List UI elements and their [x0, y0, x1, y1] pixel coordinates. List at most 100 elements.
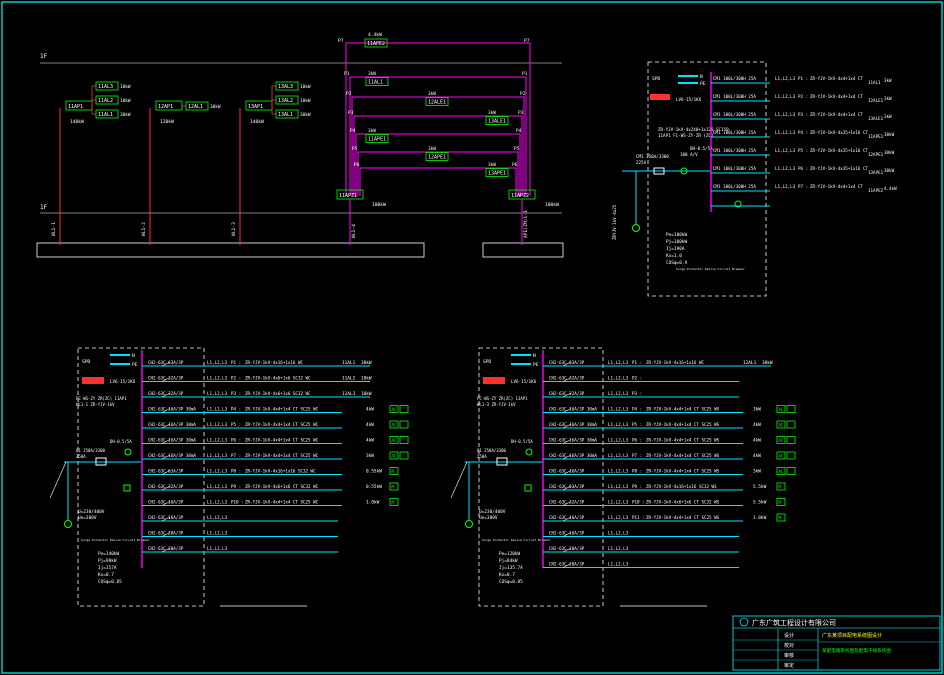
bl-row-id: P7 :	[231, 453, 241, 458]
br-row-switch	[562, 501, 572, 506]
bl-row-cable: ZR-YJV-1kV-4x4+1x4 CT SC25 WC	[245, 407, 319, 412]
br-spd: SPD	[483, 359, 492, 365]
bl-feed2: WL1-1 ZR-YJV-1kV	[76, 402, 115, 407]
tr-meter-icon	[650, 94, 670, 100]
fire-loop-box-frame	[425, 97, 449, 106]
fire-loop-box: 11APE1	[368, 137, 386, 143]
bl-row-phase: L1,L2,L3	[207, 391, 228, 396]
br-row-tag: AC	[779, 469, 784, 474]
bl-row-breaker: CH2-63C 20A/3P	[148, 531, 184, 536]
floor-label-top: 1F	[40, 53, 48, 60]
bl-row-phase: L1,L2,L3	[207, 531, 228, 536]
tr-row-cable: ZR-YJV-1kV-4x35+1x16 CT	[810, 130, 868, 135]
bl-row-cable: ZR-YJV-1kV-4x4+1x4 CT SC25 WC	[245, 453, 319, 458]
bl-row-switch	[161, 408, 171, 413]
bl-row-id: P4 :	[231, 407, 241, 412]
bl-caption: Surge Protector Device Circuit Breaker	[81, 538, 150, 542]
br-rcd: DH-0.5/5A	[511, 439, 533, 444]
tr-note: Ij=190A	[666, 246, 685, 252]
fire-p7-left: P7	[338, 38, 344, 44]
fire-loop-id: P6	[354, 162, 360, 168]
bl-row-phase: L1,L2,L3	[207, 407, 228, 412]
bl-volt: U=230/400V	[78, 509, 105, 515]
riser-sub-box-frame	[95, 109, 119, 119]
company-name: 广东广筑工程设计有限公司	[752, 618, 836, 627]
bl-row-id: P2 :	[231, 376, 241, 381]
br-row-breaker: CH2-63C 20A/3P	[549, 546, 585, 551]
panel-tr-boundary	[647, 61, 767, 297]
bl-row-tag: M	[392, 485, 395, 490]
bl-row-cable: ZR-YJV-1kV-4x16+1x16 SC32 WC	[245, 469, 316, 474]
fire-loop-kw: 3kW	[488, 162, 496, 168]
br-row-tag-box	[776, 436, 786, 444]
bl-row-phase: L1,L2,L3	[207, 453, 228, 458]
riser-sub-kw: 30kW	[210, 104, 221, 110]
tr-row-id: P4 :	[798, 130, 808, 135]
company-logo-icon	[739, 617, 749, 627]
fire-loop-id: P2	[520, 91, 526, 97]
tr-rcd-icon	[680, 167, 688, 175]
riser-branch	[271, 85, 276, 106]
floor-label-bottom: 1F	[40, 204, 48, 211]
br-row-tag-kw: 4kW	[753, 422, 761, 428]
bl-row-tag: M	[392, 469, 395, 474]
br-row-tag-kw: 5.5kW	[753, 500, 767, 506]
br-row-phase: L1,L2,L3	[608, 438, 629, 443]
tr-row-cable: ZR-YJV-1kV-4x35+1x16 CT	[810, 166, 868, 171]
bl-feed: FC-WS-ZY ZR(ZC) 11AP1	[76, 396, 127, 401]
br-row-tag-box2	[786, 467, 796, 475]
riser-sub-kw: 10kW	[120, 98, 131, 104]
bl-row-cable: ZR-YJV-1kV-4x16+1x16 WC	[245, 360, 303, 365]
fire-loop-box-frame	[485, 116, 509, 125]
tr-row-cable: ZR-YJV-1kV-4x35+1x16 CT	[810, 148, 868, 153]
br-note: Pe=120kW	[499, 551, 521, 557]
br-volt2: Ue=380V	[479, 515, 498, 521]
br-row-tag-box	[776, 405, 786, 413]
drawing-name: 某配电箱系统图及配电干线系统图	[822, 647, 891, 654]
bl-row-phase: L1,L2,L3	[207, 484, 228, 489]
br-row-breaker: CH2-63C 16A/3P	[549, 469, 585, 474]
br-row-tag-box	[776, 482, 786, 491]
bl-row-cable: ZR-YJV-1kV-4x4+1x4 CT SC25 WC	[245, 422, 319, 427]
tr-note: Pj=100kW	[666, 239, 688, 245]
fire-loop-box: 13ALE1	[488, 119, 506, 125]
br-row-tag: M	[779, 500, 782, 505]
tr-row-id: P7 :	[798, 184, 808, 189]
bl-main: Q1 250A/3300	[76, 448, 105, 453]
br-row-switch	[562, 377, 572, 382]
tr-row-phase: L1,L2,L3	[775, 94, 796, 99]
tr-main-switch	[653, 167, 665, 175]
br-row-breaker: CH2-63C 32A/3P	[549, 500, 585, 505]
br-row-tag-kw: 5.5kW	[753, 484, 767, 490]
riser-panel-total: 120kW	[160, 119, 174, 125]
bl-row-switch	[161, 361, 171, 367]
bl-row-switch	[161, 392, 171, 398]
tr-row-dest: 12APE1	[868, 152, 884, 157]
tr-row-breaker: CM1 100L/300H 25A	[713, 112, 756, 117]
bl-row-cable: ZR-YJV-1kV-4x6+1x6 CT SC32 WC	[245, 484, 319, 489]
br-row-breaker: CH2-63C 16A/3P 30mA	[549, 407, 597, 412]
fire-loop-box-frame	[365, 134, 389, 143]
fire-top-box-frame	[364, 38, 388, 48]
bl-row-kw: 10kW	[361, 391, 372, 397]
br-row-breaker: CH2-63C 16A/3P	[549, 515, 585, 520]
tr-note: Pe=100kW	[666, 232, 688, 238]
br-row-tag-kw: 3kW	[753, 469, 761, 475]
riser-branch	[91, 85, 96, 106]
tr-row-id: P2 :	[798, 94, 808, 99]
riser-sub-box: 12AL1	[188, 104, 203, 110]
tr-n-bar	[678, 75, 698, 77]
br-row-kw: 30kW	[762, 360, 773, 366]
br-row-tag-box2	[786, 420, 796, 429]
fire-loop	[351, 96, 525, 196]
br-row-breaker: CH2-63C 16A/3P	[549, 531, 585, 536]
fire-loop	[355, 133, 521, 196]
riser-sub-kw: 10kW	[300, 84, 311, 90]
br-row-tag-box	[776, 451, 786, 460]
fire-loop-box: 13APE1	[488, 171, 506, 177]
bl-spd: SPD	[82, 359, 91, 365]
tr-row-breaker: CM1 100L/300H 25A	[713, 184, 756, 189]
br-row-tag-box2	[786, 405, 796, 413]
bl-row-breaker: CH2-63C 16A/3P 30mA	[148, 438, 196, 443]
